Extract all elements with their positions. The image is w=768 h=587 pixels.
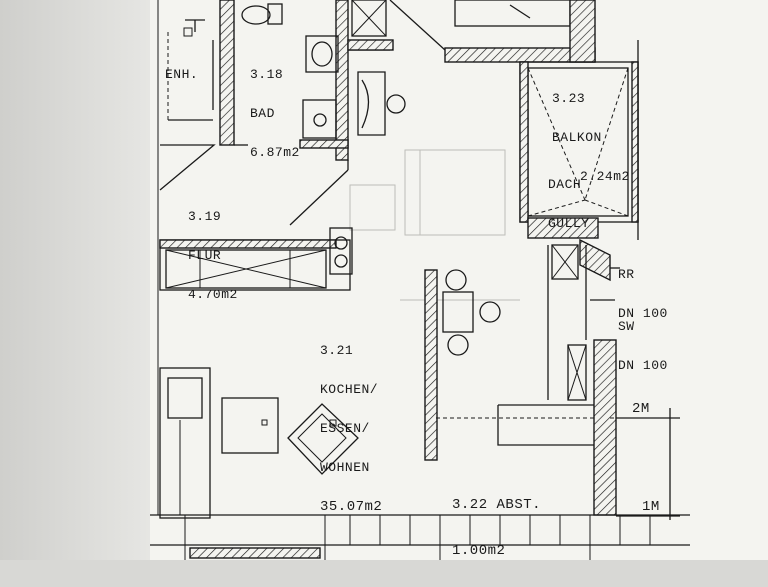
bottom-wall (150, 514, 690, 560)
dach-gully-label: DACH GULLY (548, 152, 590, 256)
room-kochen-line3: WOHNEN (320, 460, 370, 475)
room-bad-label: 3.18 BAD 6.87m2 (250, 42, 300, 185)
ghost-lines (349, 149, 520, 301)
floor-plan-drawing (150, 0, 690, 560)
room-balkon-area: 2.24m2 (580, 169, 630, 184)
bad-walls (219, 0, 394, 161)
dimension-bottom-label: 1M (642, 499, 660, 515)
dining-table (424, 269, 501, 461)
room-flur-name: FLUR (188, 248, 222, 263)
dach-label: DACH (548, 177, 582, 192)
room-abst-label: 3.22 ABST. 1.00m2 (452, 470, 541, 586)
room-balkon-number: 3.23 (552, 91, 586, 106)
toilet (241, 3, 283, 25)
washer (357, 71, 406, 136)
rr-title: RR (618, 267, 635, 282)
kitchen-counter (159, 227, 353, 291)
room-kochen-number: 3.21 (320, 343, 354, 358)
top-room (389, 0, 596, 63)
room-abst-name: ABST. (496, 497, 542, 513)
room-kochen-line1: KOCHEN/ (320, 382, 379, 397)
page-margin (0, 0, 150, 560)
room-balkon-name: BALKON (552, 130, 602, 145)
shower (302, 99, 337, 139)
room-kochen-label: 3.21 KOCHEN/ ESSEN/ WOHNEN 35.07m2 (320, 318, 382, 540)
room-bad-area: 6.87m2 (250, 145, 300, 160)
rr-label: RR DN 100 (618, 242, 668, 346)
sofa (159, 367, 279, 519)
dimension-top-label: 2M (632, 401, 650, 417)
washbasin (305, 35, 339, 73)
room-flur-number: 3.19 (188, 209, 222, 224)
enh-room (159, 19, 216, 191)
room-abst-number: 3.22 (452, 497, 488, 513)
sw-dn: DN 100 (618, 358, 668, 373)
sw-label: SW DN 100 (618, 294, 668, 398)
paper-sheet (150, 0, 768, 560)
dimension-lines (610, 408, 680, 520)
room-kochen-line2: ESSEN/ (320, 421, 370, 436)
rr-dn: DN 100 (618, 306, 668, 321)
riser (547, 238, 620, 400)
gully-label: GULLY (548, 216, 590, 231)
flur-walls (289, 160, 349, 226)
floor-plan-scan: 3.18 BAD 6.87m2 ENH. 3.19 FLUR 4.70m2 3.… (0, 0, 768, 560)
room-bad-number: 3.18 (250, 67, 284, 82)
sw-title: SW (618, 319, 635, 334)
balkon (519, 40, 639, 240)
abst-walls (436, 339, 617, 516)
armchair (287, 403, 359, 475)
room-kochen-area: 35.07m2 (320, 499, 383, 515)
shaft (351, 0, 387, 37)
room-bad-name: BAD (250, 106, 275, 121)
room-flur-label: 3.19 FLUR 4.70m2 (188, 184, 238, 327)
room-flur-area: 4.70m2 (188, 287, 238, 302)
room-balkon-label: 3.23 BALKON 2.24m2 (552, 66, 630, 209)
room-abst-area: 1.00m2 (452, 543, 506, 559)
enh-label: ENH. (165, 67, 199, 82)
